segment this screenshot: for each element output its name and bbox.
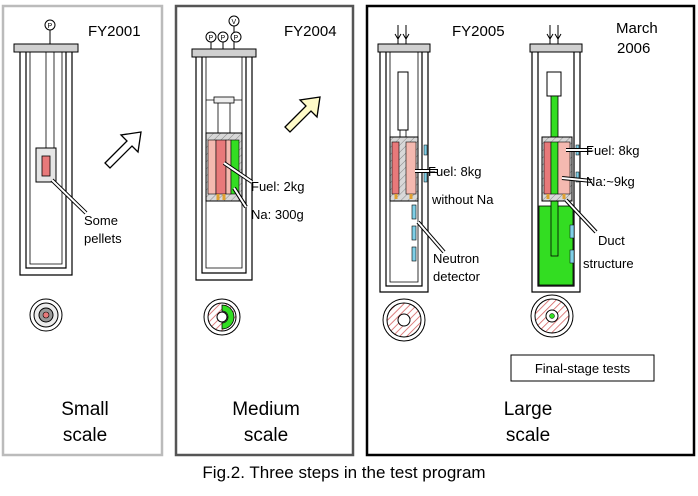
medium-gauge-2-icon [217, 31, 229, 43]
step-arrow-2-icon [284, 96, 321, 133]
small-fuel-pellets [41, 155, 51, 177]
panel-medium-frame [174, 4, 355, 457]
large-left-detector-line2: detector [433, 269, 481, 284]
large-left-detector-1 [411, 204, 417, 220]
small-vessel: P [13, 19, 79, 276]
medium-gauge-1-icon [205, 31, 217, 43]
final-stage-label: Final-stage tests [535, 361, 631, 376]
small-cross-section [29, 298, 63, 332]
medium-scale-label-1: Medium [232, 399, 300, 420]
small-annotation-line1: Some [84, 213, 118, 228]
small-gauge-label: P [48, 23, 53, 30]
medium-valve-label: V [232, 19, 237, 26]
large-right-cross-section [530, 294, 574, 338]
medium-scale-label-2: scale [244, 425, 288, 446]
large-left-na-label: without Na [431, 192, 494, 207]
panel-large-frame [365, 4, 696, 457]
large-left-detector-line1: Neutron [433, 251, 479, 266]
medium-vessel: P P P V [191, 15, 257, 281]
medium-gauge-1-label: P [209, 35, 214, 42]
medium-fuel-label: Fuel: 2kg [251, 179, 304, 194]
panel-large-scale: FY2005 Fuel: 8kg without Na [365, 4, 696, 457]
medium-year: FY2004 [284, 23, 337, 40]
medium-gauge-2-label: P [221, 35, 226, 42]
medium-cross-section [203, 298, 241, 336]
final-stage-box [510, 354, 655, 382]
large-right-duct-line2: structure [583, 256, 634, 271]
panel-small-scale: FY2001 P Some pellets Small sca [1, 4, 164, 457]
large-right-vessel [529, 25, 583, 293]
large-left-cross-section [382, 298, 426, 342]
figure-caption: Fig.2. Three steps in the test program [202, 463, 485, 482]
step-arrow-1-icon [104, 131, 142, 169]
large-left-vessel [377, 25, 431, 293]
large-scale-label-2: scale [506, 425, 550, 446]
large-scale-label-1: Large [504, 399, 553, 420]
medium-fuel [215, 139, 227, 195]
medium-valve-icon [228, 15, 240, 27]
large-right-fuel [543, 141, 552, 195]
panel-small-frame [1, 4, 164, 457]
large-left-detector-3 [411, 246, 417, 262]
small-annotation-line2: pellets [84, 231, 122, 246]
large-left-year: FY2005 [452, 23, 505, 40]
large-right-fuel-label: Fuel: 8kg [586, 143, 639, 158]
small-scale-label-2: scale [63, 425, 107, 446]
medium-gauge-3-label: P [234, 35, 239, 42]
small-scale-label-1: Small [61, 399, 109, 420]
large-right-duct-line1: Duct [598, 233, 625, 248]
large-left-fuel [391, 141, 400, 195]
panel-medium-scale: FY2004 P P P V [174, 4, 355, 457]
large-left-fuel-label: Fuel: 8kg [428, 164, 481, 179]
small-pressure-gauge-icon [44, 19, 56, 31]
medium-na-label: Na: 300g [251, 207, 304, 222]
large-left-detector-2 [411, 225, 417, 241]
medium-gauge-3-icon [230, 31, 242, 43]
large-right-year-2: 2006 [617, 40, 650, 57]
large-right-year-1: March [616, 20, 658, 37]
small-year: FY2001 [88, 23, 141, 40]
large-right-na-label: Na:~9kg [586, 174, 635, 189]
